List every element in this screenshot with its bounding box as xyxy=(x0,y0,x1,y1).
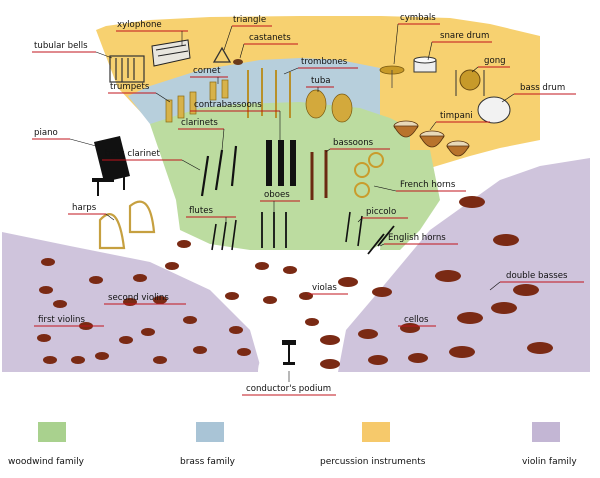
xylophone-icon xyxy=(151,39,191,67)
label-double-basses: double basses xyxy=(506,271,568,281)
label-flutes: flutes xyxy=(189,206,214,216)
label-trumpets: trumpets xyxy=(110,82,150,92)
label-clarinets: clarinets xyxy=(181,118,218,128)
timpani-icon xyxy=(393,120,470,157)
label-xylophone: xylophone xyxy=(117,20,162,30)
label-gong: gong xyxy=(484,56,506,66)
leader-triangle xyxy=(223,25,233,51)
bassoons-icon xyxy=(310,150,328,200)
leader-tubular-bells xyxy=(95,51,113,59)
trumpets-icon xyxy=(165,91,197,123)
leader-harps xyxy=(105,213,115,221)
label-bass-drum: bass drum xyxy=(520,83,565,93)
french-horns-icon xyxy=(354,152,384,198)
label-piano: piano xyxy=(34,128,58,138)
leader-timpani xyxy=(429,121,437,131)
flutes-icon xyxy=(211,219,237,251)
leader-bass-clarinet xyxy=(181,159,201,171)
leader-piccolo xyxy=(357,217,363,223)
leader-clarinets xyxy=(221,128,225,151)
leader-double-basses xyxy=(489,281,501,291)
label-tubular-bells: tubular bells xyxy=(34,41,88,51)
leader-french-horns xyxy=(373,185,397,192)
label-cornet: cornet xyxy=(193,66,221,76)
cornet-icon xyxy=(209,79,229,101)
leader-gong xyxy=(471,66,479,73)
brass-section xyxy=(128,58,430,190)
label-french-horns: French horns xyxy=(400,180,456,190)
tubular-bells-icon xyxy=(109,55,145,83)
clarinets-icon xyxy=(200,145,238,197)
legend-swatch-percussion xyxy=(362,422,390,442)
label-conductors-podium: conductor's podium xyxy=(246,384,331,394)
gong-icon xyxy=(455,69,485,96)
snare-drum-icon xyxy=(413,56,437,73)
second-violins-icon xyxy=(119,240,207,364)
label-timpani: timpani xyxy=(440,111,473,121)
label-piccolo: piccolo xyxy=(366,207,396,217)
contrabassoons-icon xyxy=(266,140,296,186)
legend-label-violin: violin family xyxy=(522,457,577,467)
legend-label-brass: brass family xyxy=(180,457,236,467)
oboes-icon xyxy=(261,212,287,248)
triangle-icon xyxy=(212,46,232,63)
harps-icon xyxy=(98,200,156,250)
label-second-violins: second violins xyxy=(108,293,169,303)
label-oboes: oboes xyxy=(264,190,290,200)
double-basses-icon xyxy=(435,196,553,358)
label-bass-clarinet: bass clarinet xyxy=(105,149,160,159)
english-horns-icon xyxy=(367,225,395,255)
leader-bassoons xyxy=(325,148,331,153)
label-tuba: tuba xyxy=(311,76,331,86)
label-castanets: castanets xyxy=(249,33,291,43)
leader-piano xyxy=(69,138,97,147)
label-violas: violas xyxy=(312,283,337,293)
leader-bass-drum xyxy=(501,93,515,103)
legend-label-percussion: percussion instruments xyxy=(320,457,426,467)
tuba-icon xyxy=(305,89,353,123)
leader-english-horns xyxy=(379,243,385,247)
label-english-horns: English horns xyxy=(388,233,446,243)
leader-cymbals xyxy=(393,23,399,65)
legend-swatch-violin xyxy=(532,422,560,442)
leader-trombones xyxy=(283,67,299,75)
trombones-icon xyxy=(247,68,291,118)
legend-swatch-brass xyxy=(196,422,224,442)
label-contrabassoons: contrabassoons xyxy=(194,100,262,110)
legend-label-woodwind: woodwind family xyxy=(8,457,85,467)
legend: woodwind family brass family percussion … xyxy=(8,422,577,467)
label-triangle: triangle xyxy=(233,15,266,25)
violin-family-section xyxy=(2,158,590,372)
label-bassoons: bassoons xyxy=(333,138,374,148)
piccolo-icon xyxy=(345,211,363,247)
label-cellos: cellos xyxy=(404,315,429,325)
first-violins-icon xyxy=(37,258,109,364)
castanets-icon xyxy=(233,59,243,65)
leader-castanets xyxy=(239,43,245,59)
label-snare-drum: snare drum xyxy=(440,31,489,41)
leader-trumpets xyxy=(155,92,171,103)
conductor-podium-icon xyxy=(282,340,296,365)
legend-swatch-woodwind xyxy=(38,422,66,442)
woodwind-right-wing xyxy=(380,150,440,250)
label-trombones: trombones xyxy=(301,57,348,67)
label-cymbals: cymbals xyxy=(400,13,436,23)
piano-icon xyxy=(92,136,130,196)
cymbals-icon xyxy=(379,65,405,88)
leader-snare-drum xyxy=(427,41,433,61)
bass-drum-icon xyxy=(477,96,511,124)
label-first-violins: first violins xyxy=(38,315,85,325)
label-harps: harps xyxy=(72,203,97,213)
